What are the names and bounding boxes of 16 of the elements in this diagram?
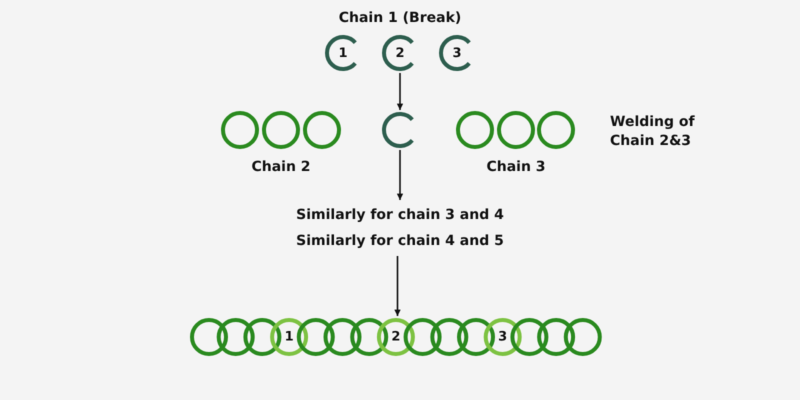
- step-text: Similarly for chain 4 and 5: [296, 232, 504, 251]
- caption-text: Chain 3: [485, 158, 547, 177]
- link-number: 1: [284, 330, 294, 344]
- arrow: [394, 256, 401, 316]
- link-number: 3: [498, 330, 508, 344]
- link-number: 2: [395, 46, 405, 60]
- step-text: Similarly for chain 3 and 4: [296, 206, 504, 225]
- arrow: [396, 150, 404, 200]
- arrow: [396, 73, 404, 110]
- caption-text: Chain 1 (Break): [338, 9, 462, 28]
- link-number: 1: [338, 46, 348, 60]
- caption-text: Welding of Chain 2&3: [610, 113, 696, 151]
- caption-text: Chain 2: [250, 158, 312, 177]
- link-number: 2: [391, 330, 400, 344]
- welded-chain: [190, 318, 605, 356]
- link-number: 3: [452, 46, 462, 60]
